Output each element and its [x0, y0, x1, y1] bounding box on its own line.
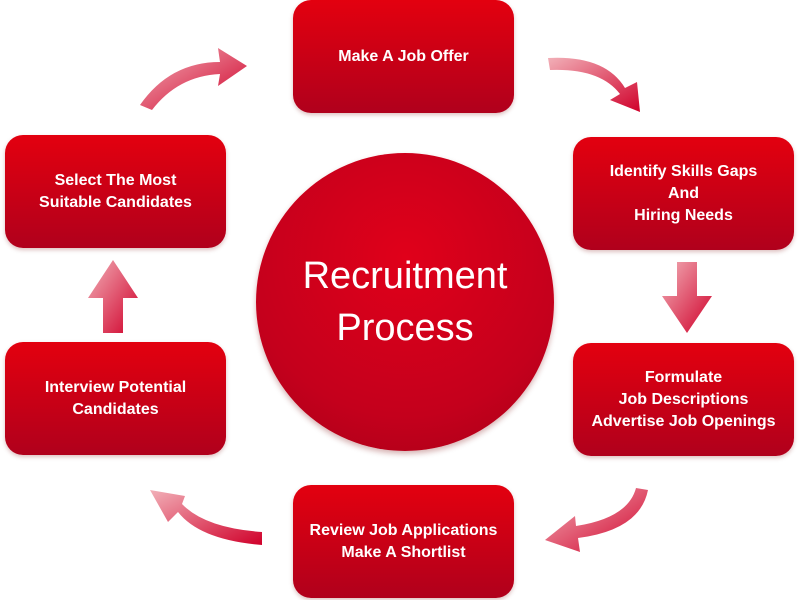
step-formulate-advertise: Formulate Job Descriptions Advertise Job…: [573, 343, 794, 456]
center-circle: Recruitment Process: [256, 153, 554, 451]
arrow-select-to-offer-icon: [140, 48, 247, 110]
arrow-review-to-interview-icon: [150, 490, 262, 545]
step-review-shortlist: Review Job Applications Make A Shortlist: [293, 485, 514, 598]
center-title: Process: [336, 307, 474, 349]
step-identify-needs: Identify Skills Gaps And Hiring Needs: [573, 137, 794, 250]
step-text: Candidates: [72, 400, 159, 418]
step-text: Identify Skills Gaps: [609, 162, 758, 180]
step-text: Suitable Candidates: [39, 193, 192, 211]
step-select-candidates: Select The Most Suitable Candidates: [5, 135, 226, 248]
arrow-formulate-to-review-icon: [545, 488, 648, 552]
center-title: Recruitment: [302, 255, 508, 297]
step-text: Interview Potential: [44, 378, 187, 396]
arrow-offer-to-identify-icon: [548, 57, 640, 112]
arrow-interview-to-select-icon: [88, 260, 138, 333]
step-text: Make A Job Offer: [338, 47, 469, 65]
step-text: Formulate: [644, 368, 723, 386]
step-text: Hiring Needs: [634, 206, 733, 224]
step-text: Select The Most: [54, 171, 177, 189]
arrow-identify-to-formulate-icon: [662, 262, 712, 333]
step-interview: Interview Potential Candidates: [5, 342, 226, 455]
step-text: Advertise Job Openings: [591, 412, 776, 430]
step-text: Job Descriptions: [618, 390, 749, 408]
step-text: Make A Shortlist: [341, 543, 466, 561]
step-make-job-offer: Make A Job Offer: [293, 0, 514, 113]
step-text: And: [667, 184, 700, 202]
step-text: Review Job Applications: [309, 521, 498, 539]
